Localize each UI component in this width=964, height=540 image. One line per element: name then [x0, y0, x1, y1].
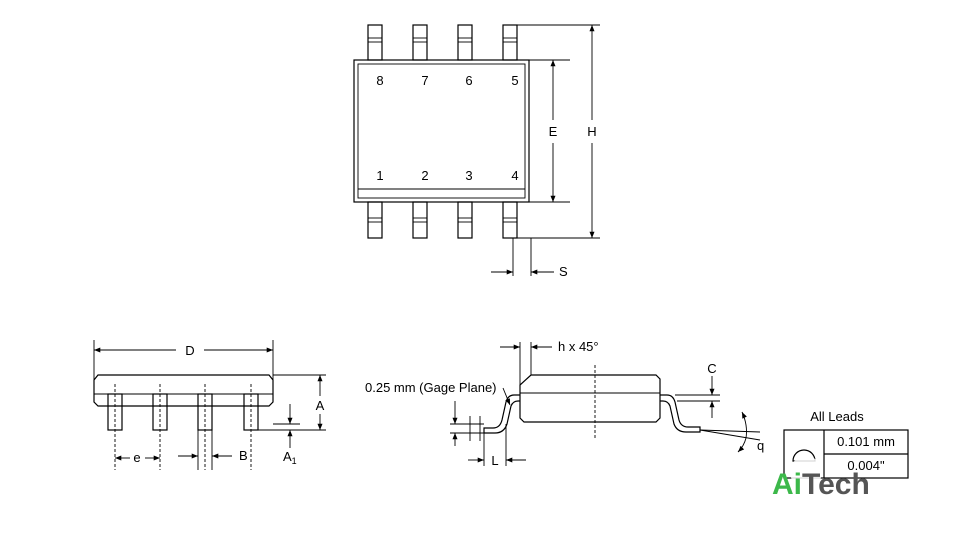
logo-text: AiTech — [772, 468, 870, 501]
side-view-leads — [107, 384, 259, 470]
pin-label-8: 8 — [376, 73, 383, 88]
aitech-logo: AiTech — [772, 456, 870, 501]
pin-label-7: 7 — [421, 73, 428, 88]
right-lead — [660, 394, 701, 433]
side-view: D A A1 e B — [93, 340, 326, 470]
pin-label-4: 4 — [511, 168, 518, 183]
dimension-label-E: E — [549, 124, 558, 139]
bottom-pins — [367, 201, 518, 239]
pin-label-2: 2 — [421, 168, 428, 183]
profile-view: 0.25 mm (Gage Plane) h x 45° L C q — [365, 339, 764, 468]
pin-label-5: 5 — [511, 73, 518, 88]
dimension-label-A: A — [316, 398, 325, 413]
all-leads-label: All Leads — [810, 409, 864, 424]
top-view-body — [353, 59, 530, 203]
dimension-label-e: e — [133, 450, 140, 465]
dimension-label-A1: A1 — [283, 449, 297, 466]
pin-label-3: 3 — [465, 168, 472, 183]
left-lead — [483, 394, 520, 434]
dimension-label-S: S — [559, 264, 568, 279]
profile-body-bottom — [519, 393, 661, 423]
pin-label-6: 6 — [465, 73, 472, 88]
top-view-body-inner — [357, 63, 526, 199]
pin-label-1: 1 — [376, 168, 383, 183]
coplanarity-tolerance-frame: All Leads 0.101 mm 0.004" — [783, 409, 909, 479]
top-pins — [367, 24, 518, 61]
dimension-label-q: q — [757, 438, 764, 453]
gage-plane-label: 0.25 mm (Gage Plane) — [365, 380, 497, 395]
top-view: 8 7 6 5 1 2 3 4 E H S — [353, 24, 600, 279]
dimension-label-H: H — [587, 124, 596, 139]
side-view-body-bottom — [93, 394, 274, 407]
dimension-label-h: h x 45° — [558, 339, 599, 354]
dimension-label-B: B — [239, 448, 248, 463]
dimension-label-D: D — [185, 343, 194, 358]
profile-body-top — [519, 374, 661, 393]
tolerance-inch: 0.004" — [847, 458, 885, 473]
dimension-label-L: L — [491, 453, 498, 468]
tolerance-mm: 0.101 mm — [837, 434, 895, 449]
side-view-body-top — [93, 374, 274, 394]
dimension-label-C: C — [707, 361, 716, 376]
